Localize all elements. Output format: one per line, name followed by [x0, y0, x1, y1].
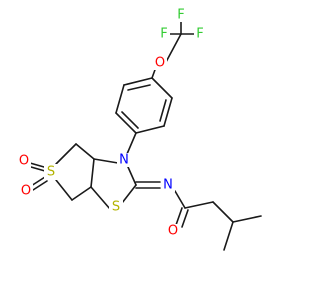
atom-label-s-thiazolidine: S — [112, 200, 120, 215]
atom-label-f-left: F — [160, 27, 167, 42]
bond-benzene-2 — [115, 84, 125, 114]
atom-labels: F F F O N N S — [17, 8, 206, 239]
bond-benzene-3 — [115, 112, 137, 134]
bond-c4-s — [55, 143, 77, 165]
atom-label-n-imine: N — [163, 178, 173, 193]
bond-c-o-ether — [165, 33, 182, 63]
bond-s-o-lower-b — [32, 180, 48, 191]
bond-s-c6a — [90, 186, 111, 210]
atom-n-ring: N — [117, 153, 131, 168]
bond-benzene-6 — [151, 77, 173, 99]
bond-benzene-5 — [163, 97, 173, 127]
atom-f-left: F — [158, 27, 170, 42]
bond-benzene-4 — [135, 125, 165, 134]
atom-label-o-sulfone-1: O — [19, 154, 29, 169]
bond-aryl-n — [126, 132, 137, 155]
bond-n-c3a — [93, 158, 119, 164]
atom-o-sulfone-1: O — [17, 154, 31, 169]
bond-c2-s — [121, 184, 137, 204]
bond-chain-3 — [232, 215, 262, 223]
atom-f-top: F — [175, 8, 187, 23]
bond-chain-2 — [212, 201, 234, 223]
molecule-structure: F F F O N N S — [17, 8, 262, 251]
atom-label-o-sulfone-2: O — [21, 184, 31, 199]
bond-c3a-c6a — [90, 158, 95, 188]
bond-benzene-inner-2 — [121, 111, 139, 129]
atom-o-sulfone-2: O — [19, 184, 33, 199]
bond-benzene-inner-3 — [159, 99, 167, 122]
atom-label-o-ether: O — [155, 56, 165, 71]
molecule-canvas: F F F O N N S — [17, 8, 262, 251]
atom-label-s-sulfone: S — [47, 165, 55, 180]
atom-f-right: F — [194, 27, 206, 42]
bond-c-o-carbonyl-b — [181, 209, 189, 228]
bond-benzene-inner-1 — [127, 84, 151, 91]
bond-s-o-lower-a — [30, 176, 46, 187]
bond-chain-4 — [223, 221, 234, 251]
atom-o-ether: O — [153, 56, 167, 71]
atom-label-f-top: F — [177, 8, 184, 23]
bond-c-o-carbonyl-a — [175, 207, 183, 226]
bond-c6-c6a — [71, 186, 92, 201]
bond-chain-1 — [184, 201, 214, 209]
bond-s-o-upper-a — [29, 162, 45, 168]
atom-label-n-ring: N — [119, 153, 129, 168]
atom-s-thiazolidine: S — [109, 200, 123, 215]
atom-label-f-right: F — [196, 27, 203, 42]
atom-o-carbonyl: O — [166, 224, 180, 239]
bond-benzene-1 — [123, 77, 153, 86]
bonds — [29, 21, 262, 251]
bond-s-c6 — [55, 179, 73, 201]
bond-c3a-c4 — [75, 143, 95, 160]
atom-s-sulfone: S — [44, 164, 58, 180]
bond-s-o-upper-b — [30, 166, 46, 172]
bond-n-c2 — [127, 166, 137, 186]
bond-n-c-carbonyl — [174, 190, 186, 209]
atom-label-o-carbonyl: O — [168, 224, 178, 239]
atom-n-imine: N — [161, 178, 175, 193]
